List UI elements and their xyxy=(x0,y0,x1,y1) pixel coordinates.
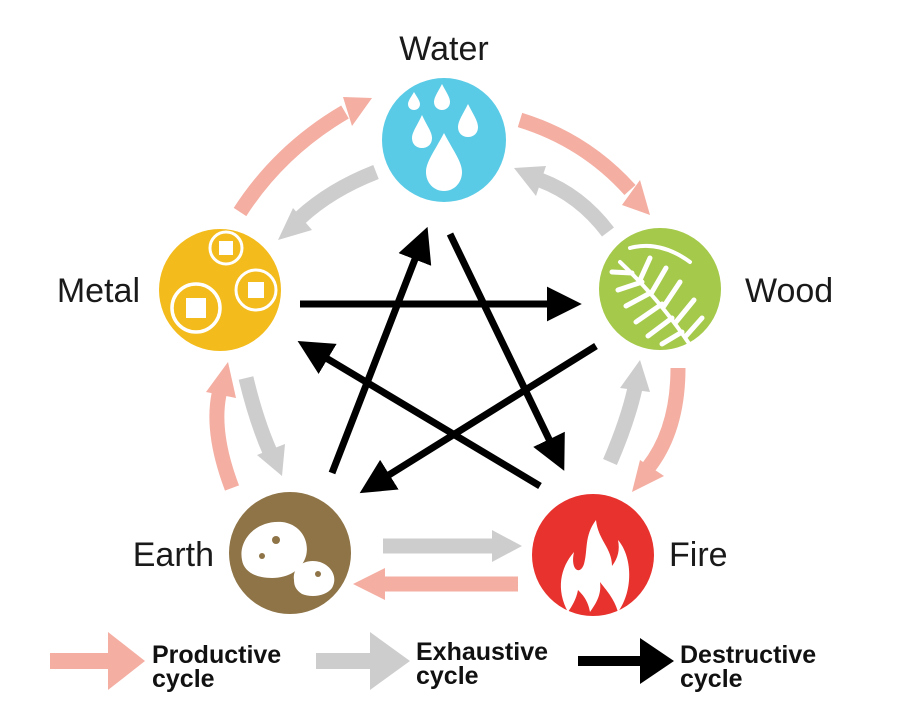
leaf-icon xyxy=(609,243,705,347)
earth-node: Earth xyxy=(133,492,351,614)
exhaustive-cycle xyxy=(238,165,650,562)
metal-circle xyxy=(159,229,281,351)
productive-arrowhead-metal-water xyxy=(343,97,372,126)
metal-label: Metal xyxy=(57,272,140,310)
water-drops-icon xyxy=(408,84,478,191)
destructive-arrow-wood-earth xyxy=(359,343,598,494)
earth-label: Earth xyxy=(133,536,214,574)
fire-label: Fire xyxy=(669,536,728,574)
exhaustive-arrowhead-earth-fire xyxy=(492,530,522,562)
legend-exhaustive: Exhaustive cycle xyxy=(316,632,548,690)
rocks-icon xyxy=(241,521,335,596)
destructive-arrow-water-fire xyxy=(446,232,565,471)
legend-exhaustive-cycle: cycle xyxy=(416,662,479,690)
legend-productive: Productive cycle xyxy=(50,632,281,693)
productive-arrowhead-water-wood xyxy=(622,180,650,215)
destructive-arrow-earth-water xyxy=(328,226,432,475)
exhaustive-arrowhead-wood-water xyxy=(514,166,546,196)
wood-label: Wood xyxy=(745,272,833,310)
destructive-arrow-fire-metal xyxy=(297,340,542,490)
exhaustive-arrow-water-metal xyxy=(294,165,379,224)
wood-circle xyxy=(599,228,721,350)
fire-node: Fire xyxy=(532,494,728,616)
legend-productive-cycle: cycle xyxy=(152,665,215,693)
legend-productive-title: Productive xyxy=(152,641,281,669)
productive-arrow-water-wood xyxy=(517,112,636,196)
water-node: Water xyxy=(382,30,506,202)
productive-arrow-wood-fire xyxy=(642,367,686,473)
productive-arrow-metal-water xyxy=(233,105,349,217)
exhaustive-arrowhead-water-metal xyxy=(278,208,312,240)
legend-productive-arrow-icon xyxy=(108,632,145,690)
exhaustive-arrow-wood-water xyxy=(537,172,614,237)
legend-destructive-arrow-icon xyxy=(640,638,674,684)
productive-arrowhead-wood-fire xyxy=(632,460,664,492)
productive-cycle xyxy=(206,97,686,600)
exhaustive-arrow-fire-wood xyxy=(603,386,643,465)
water-label: Water xyxy=(399,30,488,68)
legend-exhaustive-arrow-icon xyxy=(370,632,410,690)
productive-arrowhead-fire-earth xyxy=(353,568,385,600)
legend-destructive-cycle: cycle xyxy=(680,665,743,693)
legend-destructive-title: Destructive xyxy=(680,641,816,669)
exhaustive-arrowhead-metal-earth xyxy=(257,444,285,476)
productive-arrow-earth-metal xyxy=(209,388,240,491)
legend-destructive: Destructive cycle xyxy=(578,638,816,693)
exhaustive-arrowhead-fire-wood xyxy=(620,360,650,392)
metal-node: Metal xyxy=(57,229,281,351)
flame-icon xyxy=(560,520,630,612)
legend: Productive cycle Exhaustive cycle Destru… xyxy=(50,632,816,693)
destructive-cycle xyxy=(297,226,598,494)
productive-arrowhead-earth-metal xyxy=(206,362,236,398)
coins-icon xyxy=(170,230,278,334)
wood-node: Wood xyxy=(599,228,833,350)
exhaustive-arrow-metal-earth xyxy=(238,376,277,456)
legend-exhaustive-title: Exhaustive xyxy=(416,638,548,666)
